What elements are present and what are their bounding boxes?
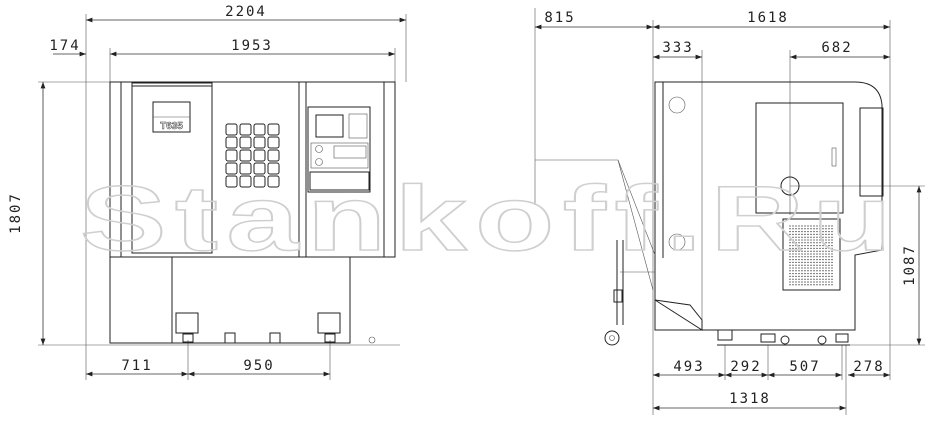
side-machine-body [654, 81, 884, 346]
window-pane [267, 162, 280, 175]
window-pane [239, 162, 252, 175]
window-pane [239, 149, 252, 162]
window-pane [239, 123, 252, 136]
window-pane [225, 123, 238, 136]
dim-overall-depth: 1618 [747, 10, 789, 26]
chip-conveyor [535, 159, 656, 346]
dim-base-depth: 1318 [729, 391, 771, 407]
cnc-screen [315, 114, 344, 138]
window-pane [239, 175, 252, 188]
window-pane [267, 175, 280, 188]
dim-body-width: 1953 [231, 38, 273, 54]
dim-foot-spacing: 950 [243, 358, 274, 374]
dim-foot-left: 711 [121, 358, 152, 374]
dim-chip-conveyor: 815 [544, 10, 575, 26]
side-view: 815 1618 333 682 1087 493 292 507 278 13… [534, 8, 925, 415]
window-pane [267, 136, 280, 149]
watermark: Stankoff.Ru [80, 168, 900, 270]
dim-spindle-to-back: 682 [821, 40, 852, 56]
door-window-grid [225, 123, 280, 188]
front-view: T635 [8, 4, 407, 380]
window-pane [253, 149, 266, 162]
foot-right [317, 312, 341, 334]
window-pane [239, 136, 252, 149]
cnc-control-panel [307, 106, 371, 193]
window-pane [267, 123, 280, 136]
window-pane [225, 175, 238, 188]
window-pane [253, 123, 266, 136]
front-machine-body: T635 [109, 81, 396, 344]
window-pane [267, 149, 280, 162]
window-pane [253, 162, 266, 175]
spindle-center [780, 176, 800, 196]
window-pane [225, 149, 238, 162]
dim-foot-2: 292 [730, 359, 761, 375]
dim-foot-1: 493 [673, 359, 704, 375]
window-pane [225, 136, 238, 149]
foot-left [175, 312, 199, 334]
dim-foot-3: 507 [789, 359, 820, 375]
window-pane [253, 175, 266, 188]
window-pane [253, 136, 266, 149]
window-pane [225, 162, 238, 175]
dim-offset-left: 174 [49, 38, 80, 54]
dim-spindle-height: 1087 [902, 244, 918, 286]
dim-height: 1807 [8, 192, 24, 234]
nameplate [782, 218, 841, 291]
dim-front-section: 333 [662, 40, 693, 56]
wheel-icon [604, 330, 620, 346]
electrical-cabinet-door [755, 102, 844, 214]
model-label: T635 [160, 121, 183, 132]
dim-rear-overhang: 278 [853, 359, 884, 375]
dim-overall-width: 2204 [225, 4, 267, 20]
